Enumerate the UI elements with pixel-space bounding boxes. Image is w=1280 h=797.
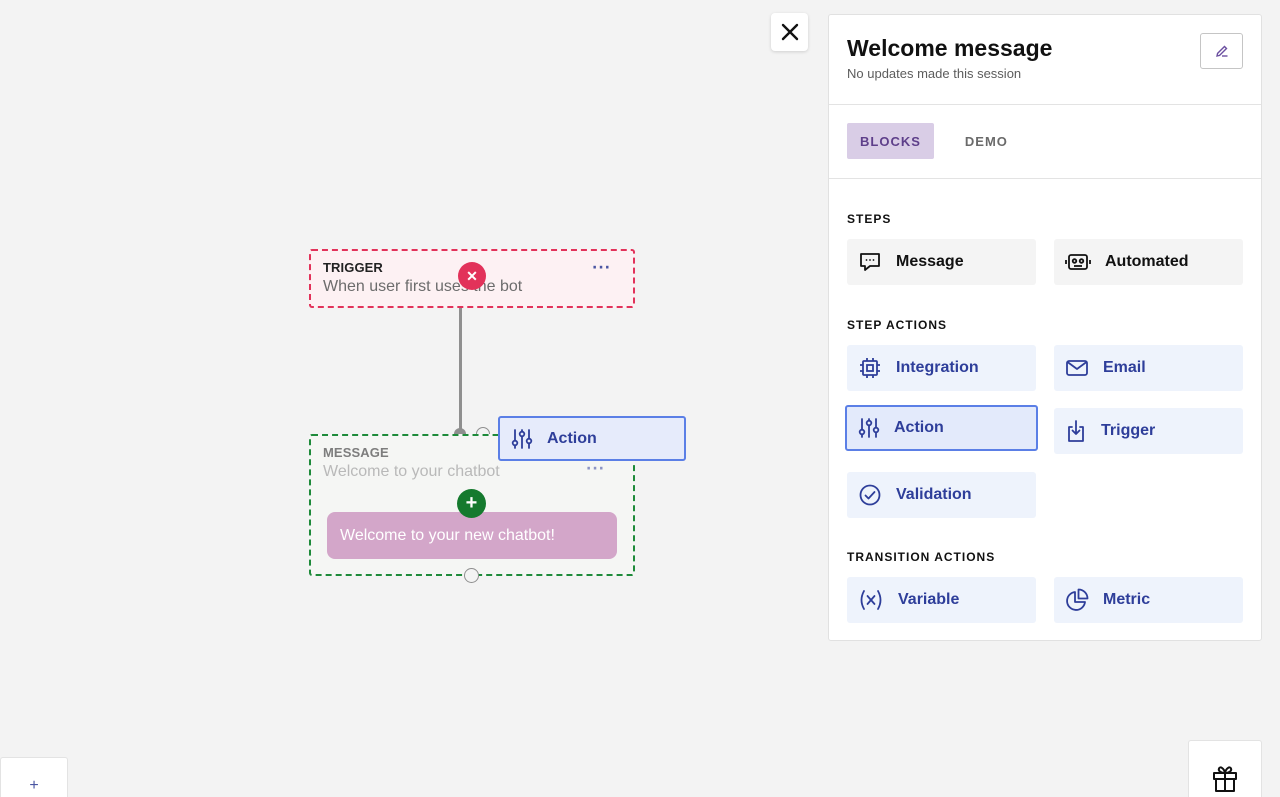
message-node-subtitle: Welcome to your chatbot bbox=[323, 463, 500, 480]
block-validation[interactable]: Validation bbox=[847, 472, 1036, 518]
pie-chart-icon bbox=[1066, 588, 1089, 611]
block-trigger[interactable]: Trigger bbox=[1054, 408, 1243, 454]
block-metric[interactable]: Metric bbox=[1054, 577, 1243, 623]
speech-bubble-icon bbox=[860, 253, 880, 271]
block-automated-label: Automated bbox=[1105, 253, 1189, 270]
message-node-title: MESSAGE bbox=[323, 445, 389, 460]
close-icon bbox=[781, 23, 798, 41]
trigger-node-title: TRIGGER bbox=[323, 260, 383, 275]
robot-icon bbox=[1065, 254, 1091, 270]
message-bubble[interactable]: Welcome to your new chatbot! bbox=[327, 512, 617, 559]
tab-blocks[interactable]: BLOCKS bbox=[847, 123, 934, 159]
block-action-label: Action bbox=[894, 419, 944, 436]
dragged-block-label: Action bbox=[547, 429, 597, 447]
add-step-button[interactable]: + bbox=[457, 489, 486, 518]
gift-button[interactable] bbox=[1188, 740, 1262, 797]
transition-actions-section-label: TRANSITION ACTIONS bbox=[847, 550, 996, 564]
block-variable[interactable]: Variable bbox=[847, 577, 1036, 623]
trigger-more-menu[interactable]: ··· bbox=[592, 259, 611, 276]
tap-icon bbox=[1068, 420, 1084, 442]
message-more-menu[interactable]: ··· bbox=[586, 461, 605, 477]
panel-subtitle: No updates made this session bbox=[847, 66, 1022, 81]
pencil-icon bbox=[1215, 45, 1227, 57]
block-integration[interactable]: Integration bbox=[847, 345, 1036, 391]
tab-bar: BLOCKS DEMO bbox=[829, 105, 1261, 179]
block-message-label: Message bbox=[896, 253, 964, 270]
sliders-icon bbox=[511, 428, 533, 449]
sliders-icon bbox=[858, 418, 880, 438]
message-bottom-port[interactable] bbox=[464, 568, 479, 583]
block-message[interactable]: Message bbox=[847, 239, 1036, 285]
edit-button[interactable] bbox=[1200, 33, 1243, 69]
panel-title: Welcome message bbox=[847, 35, 1053, 61]
connector-line bbox=[459, 308, 462, 434]
check-circle-icon bbox=[859, 484, 881, 506]
variable-icon bbox=[860, 590, 882, 610]
delete-node-button[interactable]: ✕ bbox=[458, 262, 486, 290]
block-email[interactable]: Email bbox=[1054, 345, 1243, 391]
chip-icon bbox=[860, 358, 880, 378]
step-actions-section-label: STEP ACTIONS bbox=[847, 318, 948, 332]
add-page-button[interactable]: + bbox=[0, 757, 68, 797]
close-button[interactable] bbox=[771, 13, 808, 51]
tab-demo[interactable]: DEMO bbox=[964, 133, 1008, 149]
plus-icon: + bbox=[29, 777, 39, 794]
block-metric-label: Metric bbox=[1103, 591, 1151, 608]
block-variable-label: Variable bbox=[898, 591, 960, 608]
block-action[interactable]: Action bbox=[845, 405, 1038, 451]
panel-header: Welcome message No updates made this ses… bbox=[829, 15, 1261, 105]
steps-section-label: STEPS bbox=[847, 212, 892, 226]
plus-icon: + bbox=[465, 492, 478, 514]
gift-icon bbox=[1213, 766, 1237, 792]
blocks-panel: Welcome message No updates made this ses… bbox=[828, 14, 1262, 641]
block-integration-label: Integration bbox=[896, 359, 979, 376]
dragged-action-block[interactable]: Action bbox=[498, 416, 686, 461]
block-automated[interactable]: Automated bbox=[1054, 239, 1243, 285]
block-email-label: Email bbox=[1103, 359, 1146, 376]
envelope-icon bbox=[1066, 360, 1088, 376]
close-icon: ✕ bbox=[466, 267, 478, 284]
block-trigger-label: Trigger bbox=[1101, 422, 1156, 439]
block-validation-label: Validation bbox=[896, 486, 972, 503]
